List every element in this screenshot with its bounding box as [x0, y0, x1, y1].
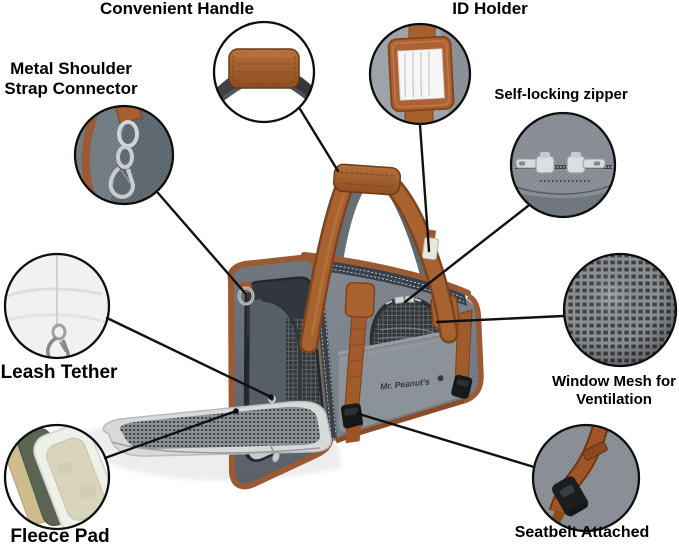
callout-line-handle [298, 107, 340, 173]
left-compression-strap [340, 281, 376, 444]
label-seatbelt-attached: Seatbelt Attached [514, 524, 650, 541]
callout-line-seatbelt [357, 412, 536, 469]
seatbelt-detail-photo [531, 423, 641, 533]
handle-detail-photo [212, 20, 316, 124]
label-self-locking-zipper: Self-locking zipper [494, 86, 628, 103]
zipper-detail-photo [509, 111, 617, 219]
handle-grip [333, 163, 402, 196]
fleece-pad-detail-photo [3, 423, 111, 531]
label-fleece-pad: Fleece Pad [10, 526, 110, 547]
mesh-detail-photo [562, 252, 678, 368]
label-convenient-handle: Convenient Handle [100, 0, 254, 18]
label-id-holder: ID Holder [452, 0, 528, 18]
zipper-slider-right [566, 152, 606, 174]
callout-line-strap-connector [156, 191, 247, 295]
callout-line-leash [105, 316, 273, 399]
label-metal-shoulder-strap-connector: Metal Shoulder Strap Connector [1, 59, 141, 99]
label-metal-line2: Strap Connector [4, 79, 138, 99]
callout-line-id-holder [418, 123, 431, 253]
label-metal-line1: Metal Shoulder [10, 59, 132, 78]
side-pocket [337, 331, 465, 433]
callout-lines [103, 107, 565, 469]
label-mesh-line2: Ventilation [576, 390, 652, 408]
leash-tether-detail-photo [3, 252, 111, 360]
open-mesh-flap [102, 400, 332, 457]
seatbelt-buckle [552, 476, 589, 517]
zipper-slider-left [515, 152, 555, 174]
door-zipper-pull [269, 443, 280, 463]
paw-logo-icon [437, 375, 444, 382]
callout-line-zipper [403, 204, 530, 304]
pet-carrier-photo: Mr. Peanut's [72, 163, 484, 490]
shoulder-strap-d-ring-icon [237, 281, 255, 306]
label-mesh-line1: Window Mesh for [551, 373, 677, 390]
strap-id-tag [421, 229, 440, 261]
label-leash-tether: Leash Tether [0, 362, 118, 383]
strap-connector-detail-photo [73, 104, 175, 206]
id-holder-detail-photo [368, 22, 472, 126]
callout-line-dots [233, 394, 362, 417]
label-window-mesh: Window Mesh for Ventilation [544, 373, 679, 408]
callout-line-fleece [103, 409, 238, 460]
callout-line-mesh [435, 314, 565, 324]
